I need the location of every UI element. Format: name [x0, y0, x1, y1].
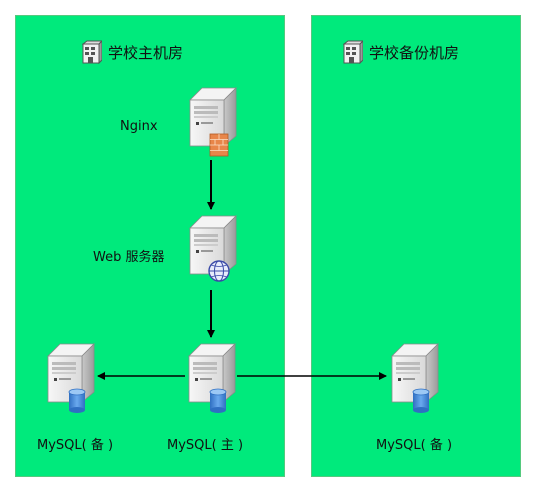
- mysql-master-server: [185, 340, 241, 424]
- nginx-server: [186, 84, 242, 168]
- mysql-master-label: MySQL( 主 ): [167, 438, 244, 453]
- server-icon: [47, 343, 95, 413]
- globe-icon: [208, 260, 230, 282]
- mysql-slave-backup-server: [388, 340, 444, 424]
- main-room-title: 学校主机房: [108, 43, 184, 62]
- database-icon: [68, 388, 86, 413]
- mysql-slave-main-server: [44, 340, 100, 424]
- server-icon: [391, 343, 439, 413]
- backup-room-header: 学校备份机房: [343, 40, 459, 64]
- web-label: Web 服务器: [93, 250, 165, 265]
- database-icon: [209, 388, 227, 413]
- backup-server-room: 学校备份机房: [311, 15, 521, 477]
- nginx-label: Nginx: [120, 119, 158, 134]
- server-icon: [189, 87, 237, 157]
- database-icon: [412, 388, 430, 413]
- building-icon: [82, 40, 102, 64]
- server-icon: [189, 215, 237, 282]
- firewall-icon: [209, 133, 229, 157]
- mysql-slave-backup-label: MySQL( 备 ): [376, 438, 453, 453]
- web-server: [186, 212, 242, 296]
- building-icon: [343, 40, 363, 64]
- server-icon: [188, 343, 236, 413]
- main-room-header: 学校主机房: [82, 40, 183, 64]
- backup-room-title: 学校备份机房: [369, 43, 460, 62]
- mysql-slave-main-label: MySQL( 备 ): [37, 438, 114, 453]
